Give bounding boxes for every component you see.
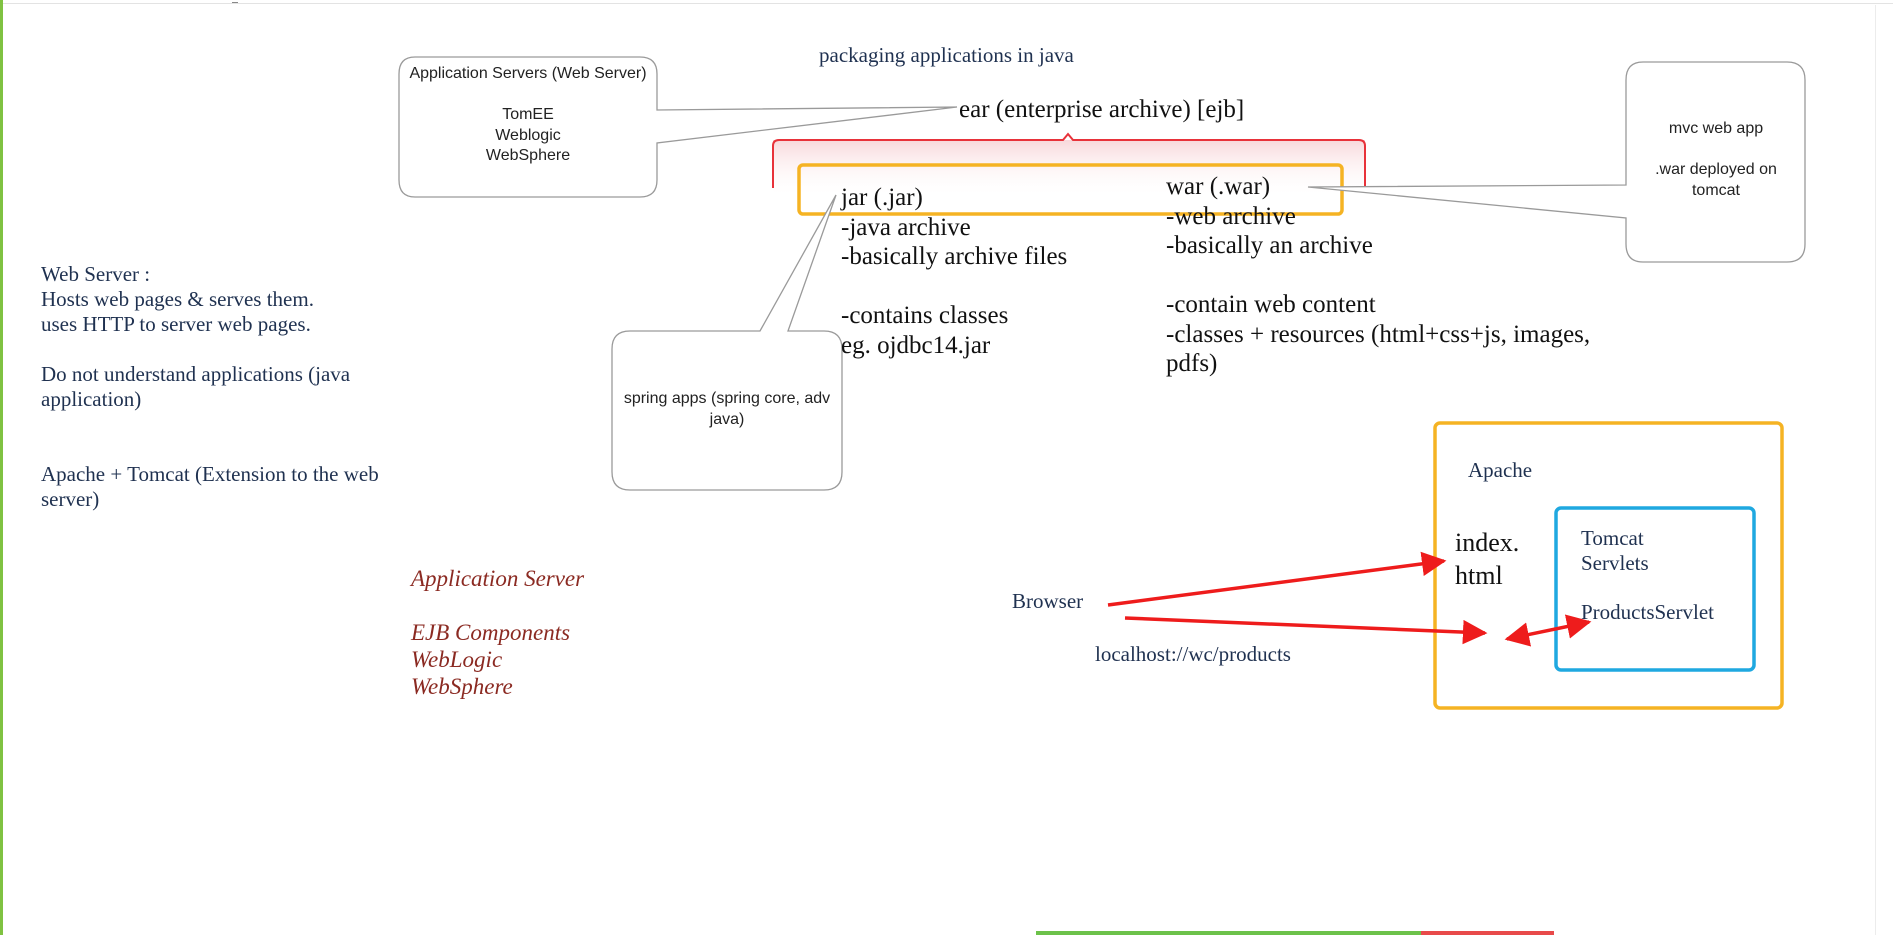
browser-label: Browser bbox=[1012, 589, 1084, 613]
web-server-notes: Web Server : Hosts web pages & serves th… bbox=[41, 262, 379, 511]
top-border bbox=[3, 3, 1893, 4]
arrow-browser-to-index[interactable] bbox=[1107, 551, 1447, 607]
arrow-apache-tomcat-bidirectional[interactable] bbox=[1504, 614, 1592, 647]
top-tick-mark bbox=[232, 0, 238, 3]
page-title: packaging applications in java bbox=[819, 43, 1074, 67]
ear-label: ear (enterprise archive) [ejb] bbox=[959, 96, 1245, 123]
tomcat-servlets-label: Tomcat Servlets bbox=[1581, 526, 1649, 575]
products-servlet-label: ProductsServlet bbox=[1581, 600, 1714, 624]
bottom-red-bar bbox=[1421, 931, 1554, 935]
apache-label: Apache bbox=[1468, 458, 1533, 482]
callout-spring-shape[interactable] bbox=[611, 194, 843, 491]
jar-notes: jar (.jar) -java archive -basically arch… bbox=[841, 184, 1068, 359]
callout-mvc-shape[interactable] bbox=[1307, 61, 1806, 263]
arrow-browser-to-tomcat[interactable] bbox=[1124, 616, 1488, 645]
callout-app-servers-text: Application Servers (Web Server) TomEE W… bbox=[409, 65, 647, 164]
tomcat-box[interactable] bbox=[1554, 506, 1756, 672]
url-label: localhost://wc/products bbox=[1095, 642, 1291, 666]
left-border bbox=[0, 0, 3, 935]
callout-mvc-text: mvc web app .war deployed on tomcat bbox=[1655, 120, 1777, 199]
bottom-green-bar bbox=[1036, 931, 1421, 935]
war-notes: war (.war) -web archive -basically an ar… bbox=[1166, 173, 1591, 377]
right-border bbox=[1875, 5, 1876, 935]
application-server-notes: Application Server EJB Components WebLog… bbox=[411, 566, 585, 699]
index-html-label: index. html bbox=[1455, 528, 1520, 590]
callout-app-servers-shape[interactable] bbox=[398, 56, 958, 198]
ear-bracket-fill bbox=[773, 140, 1365, 198]
ear-bracket[interactable] bbox=[772, 132, 1366, 188]
callout-spring-text: spring apps (spring core, adv java) bbox=[623, 390, 831, 428]
